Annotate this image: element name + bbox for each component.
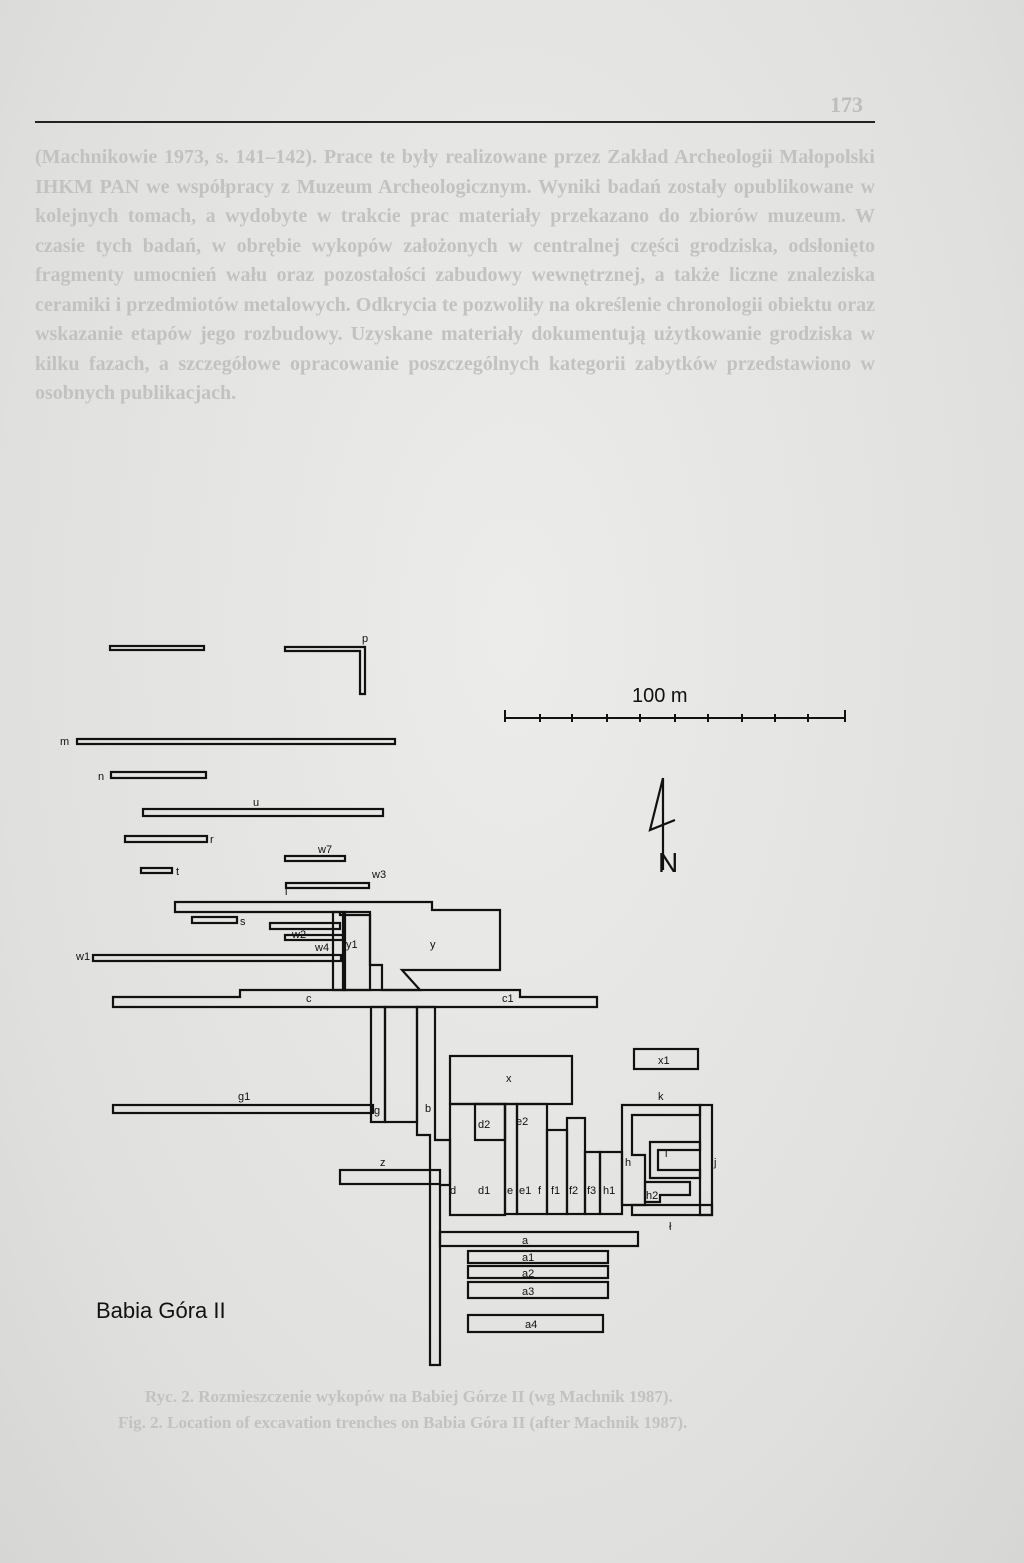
label-u: u [253, 797, 259, 809]
trench-outline-z [338, 1168, 442, 1186]
body-text: (Machnikowie 1973, s. 141–142). Prace te… [35, 143, 875, 409]
label-ł: ł [669, 1221, 672, 1233]
label-d1: d1 [478, 1185, 490, 1197]
scale-bar [504, 710, 846, 722]
trench-outline-a4 [466, 1313, 605, 1334]
trench-labels: p m n u r w7 t w3 i s w2 w4 y1 y w1 c c1… [60, 633, 716, 1331]
label-j: j [713, 1157, 716, 1169]
label-b: b [425, 1103, 431, 1115]
trench-outline-i-y [173, 900, 502, 992]
label-t: t [176, 866, 179, 878]
label-g1: g1 [238, 1091, 250, 1103]
trench-outline-t [139, 866, 174, 875]
trench-outline-l [648, 1140, 702, 1180]
label-w2: w2 [291, 929, 306, 941]
label-m: m [60, 736, 69, 748]
trench-outline-f1 [545, 1128, 569, 1216]
trench-outline-f2 [565, 1116, 587, 1216]
label-w1: w1 [75, 951, 90, 963]
trench-outline-a3 [466, 1280, 610, 1300]
trench-outline-h [620, 1103, 702, 1207]
trench-outline-y1 [341, 910, 372, 992]
body-paragraph: (Machnikowie 1973, s. 141–142). Prace te… [35, 146, 875, 404]
label-c1: c1 [502, 993, 514, 1005]
scale-label: 100 m [632, 685, 688, 707]
label-w4: w4 [314, 942, 329, 954]
trench-outline-h1 [598, 1150, 624, 1216]
figure-title: Babia Góra II [96, 1298, 226, 1323]
label-a3: a3 [522, 1286, 534, 1298]
label-c: c [306, 993, 312, 1005]
label-a1: a1 [522, 1252, 534, 1264]
label-d: d [450, 1185, 456, 1197]
trench-outline-r [123, 834, 209, 844]
trench-outline-a1 [466, 1249, 610, 1265]
trench-plan: 100 m N Babia Góra II p m n u r w7 t w3 … [60, 633, 846, 1367]
trench-outline-b [415, 1005, 452, 1367]
label-e: e [507, 1185, 513, 1197]
label-e1: e1 [519, 1185, 531, 1197]
label-a: a [522, 1235, 529, 1247]
trench-outline-w1 [91, 953, 343, 963]
trench-outline-s [190, 915, 239, 925]
label-z: z [380, 1157, 386, 1169]
trench-outline-p [283, 645, 367, 696]
label-f3: f3 [587, 1185, 596, 1197]
label-a2: a2 [522, 1268, 534, 1280]
trench-outline-c [111, 988, 599, 1009]
label-x: x [506, 1073, 512, 1085]
label-w7: w7 [317, 844, 332, 856]
label-y1: y1 [346, 939, 358, 951]
label-y: y [430, 939, 436, 951]
label-d2: d2 [478, 1119, 490, 1131]
trench-outline-n [109, 770, 208, 780]
north-label: N [658, 847, 678, 878]
label-s: s [240, 916, 246, 928]
label-i: i [285, 886, 287, 898]
label-h1: h1 [603, 1185, 615, 1197]
label-p: p [362, 633, 368, 645]
trench-outline-f3 [583, 1150, 602, 1216]
trench-outline-m [75, 737, 397, 746]
trench-outline-x1 [632, 1047, 700, 1071]
trench-outline-w2 [268, 921, 342, 931]
label-w3: w3 [371, 869, 386, 881]
label-r: r [210, 834, 214, 846]
trench-outline-h2 [643, 1180, 692, 1204]
trench-outline-u [141, 807, 385, 818]
label-e2: e2 [516, 1116, 528, 1128]
trench-outline-j [698, 1103, 714, 1217]
trench-outlines [75, 644, 714, 1367]
label-h2: h2 [646, 1190, 658, 1202]
trench-outline-ł [630, 1203, 714, 1217]
page-number: 173 [830, 92, 863, 117]
north-arrow-icon [648, 777, 676, 870]
caption-pl: Ryc. 2. Rozmieszczenie wykopów na Babiej… [145, 1387, 673, 1406]
trench-outline-a [438, 1230, 640, 1248]
label-f1: f1 [551, 1185, 560, 1197]
label-l: l [665, 1148, 667, 1160]
label-g: g [374, 1105, 380, 1117]
label-h: h [625, 1157, 631, 1169]
trench-outline-g2 [383, 1005, 419, 1124]
caption-en: Fig. 2. Location of excavation trenches … [118, 1413, 688, 1432]
label-n: n [98, 771, 104, 783]
trench-outline-g1 [111, 1103, 375, 1115]
label-x1: x1 [658, 1055, 670, 1067]
label-a4: a4 [525, 1319, 537, 1331]
trench-outline [108, 644, 206, 652]
trench-outline-w3 [284, 881, 371, 890]
trench-outline-a2 [466, 1264, 610, 1280]
header-rule [35, 121, 875, 123]
trench-outline-w7 [283, 854, 347, 863]
label-f2: f2 [569, 1185, 578, 1197]
label-k: k [658, 1091, 664, 1103]
label-f: f [538, 1185, 542, 1197]
